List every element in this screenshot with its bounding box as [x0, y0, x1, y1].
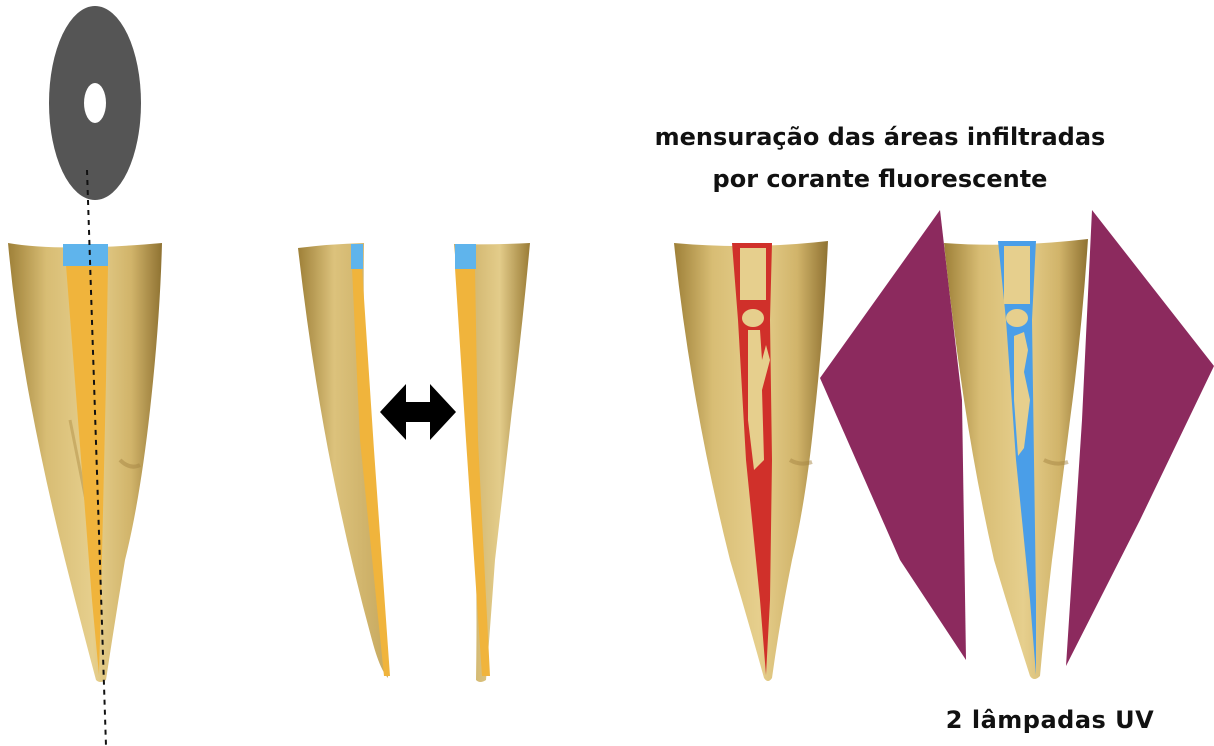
- tooth-blue-dye: [944, 239, 1088, 679]
- cervical-seal: [351, 244, 363, 269]
- uv-lamps-caption: 2 lâmpadas UV: [920, 706, 1180, 734]
- uv-lamp-icon: [820, 210, 966, 660]
- measurement-caption-line1: mensuração das áreas infiltradas: [600, 116, 1160, 158]
- cutting-disc-icon: [49, 6, 141, 200]
- measurement-caption: mensuração das áreas infiltradas por cor…: [600, 116, 1160, 200]
- stage-sectioned-tooth: [298, 243, 530, 682]
- unstained-filling: [1004, 246, 1030, 304]
- unstained-filling: [1006, 309, 1028, 327]
- tooth-half-left: [298, 243, 390, 678]
- double-arrow-icon: [380, 384, 456, 440]
- measurement-caption-line2: por corante fluorescente: [600, 158, 1160, 200]
- cervical-seal: [63, 244, 108, 266]
- tooth-red-dye: [674, 241, 828, 681]
- unstained-filling: [740, 248, 766, 300]
- cervical-seal: [455, 244, 476, 269]
- tooth-half-right: [454, 243, 530, 682]
- stage-whole-tooth: [8, 6, 162, 746]
- uv-lamp-icon: [1066, 210, 1214, 666]
- tooth-whole: [8, 243, 162, 682]
- stage-measurement: [674, 210, 1214, 681]
- unstained-filling: [742, 309, 764, 327]
